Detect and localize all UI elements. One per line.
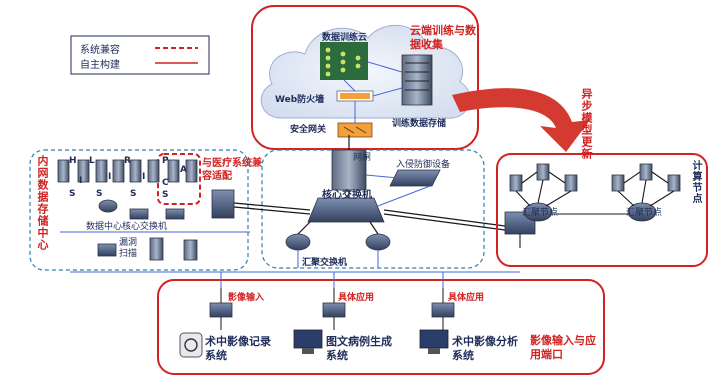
- legend-box: [70, 35, 210, 75]
- storage-label: 训练数据存储: [392, 119, 447, 129]
- node-a-label: 汇聚节点: [522, 208, 559, 218]
- pacs-letter-4: S: [162, 190, 169, 200]
- ris-letter-3: S: [130, 189, 137, 199]
- his-letter-1: H: [69, 156, 77, 166]
- waf-label: Web防火墙: [275, 95, 325, 105]
- backbone-links: [233, 202, 506, 231]
- bottom-section-title: 影像输入与应用端口: [530, 334, 596, 361]
- gatekeeper-label: 网闸: [353, 153, 372, 163]
- agg-switch-label: 汇聚交换机: [302, 258, 348, 268]
- core-switch-label: 核心交换机: [322, 190, 372, 201]
- dc-core-switch-label: 数据中心核心交换机: [86, 222, 168, 232]
- sys1-label: 术中影像记录系统: [205, 335, 271, 362]
- async-update-arrow: [452, 88, 590, 152]
- sys2-label: 图文病例生成系统: [326, 335, 392, 362]
- async-update-label: 异步模型更新: [580, 88, 593, 160]
- lis-letter-3: S: [96, 189, 103, 199]
- image-input-label: 影像输入: [228, 293, 265, 303]
- his-label: H: [69, 156, 77, 167]
- node-b-label: 汇聚节点: [626, 208, 663, 218]
- medical-compat-label: 与医疗系统兼容适配: [202, 158, 262, 182]
- his-letter-3: S: [69, 189, 76, 199]
- app-label-2: 具体应用: [448, 293, 485, 303]
- ips-label: 入侵防御设备: [396, 160, 451, 170]
- left-region-title: 内网数据存储中心: [36, 155, 49, 251]
- legend-self-built-label: 自主构建: [80, 60, 120, 71]
- cloud-section: [251, 5, 479, 150]
- left-region: [29, 149, 250, 271]
- his-letter-2: I: [79, 176, 83, 186]
- app-label-1: 具体应用: [338, 293, 375, 303]
- pacs-letter-2: A: [180, 165, 187, 175]
- pacs-letter-3: C: [162, 178, 169, 188]
- legend-compatible-label: 系统兼容: [80, 45, 120, 56]
- sys3-label: 术中影像分析系统: [452, 335, 518, 362]
- gateway-label: 安全网关: [290, 125, 327, 135]
- pacs-letter-1: P: [162, 156, 169, 166]
- compute-node-label: 计算节点: [690, 160, 701, 204]
- scan-label: 漏洞扫描: [119, 238, 138, 259]
- training-cloud-label: 数据训练云: [322, 33, 368, 43]
- ris-letter-1: R: [124, 156, 131, 166]
- lis-letter-2: I: [108, 172, 112, 182]
- center-region: [261, 135, 485, 269]
- ris-letter-2: I: [142, 172, 146, 182]
- bottom-region: [157, 272, 605, 375]
- lis-letter-1: L: [89, 156, 95, 166]
- right-region: [496, 153, 708, 267]
- cloud-section-title: 云端训练与数据收集: [410, 24, 476, 51]
